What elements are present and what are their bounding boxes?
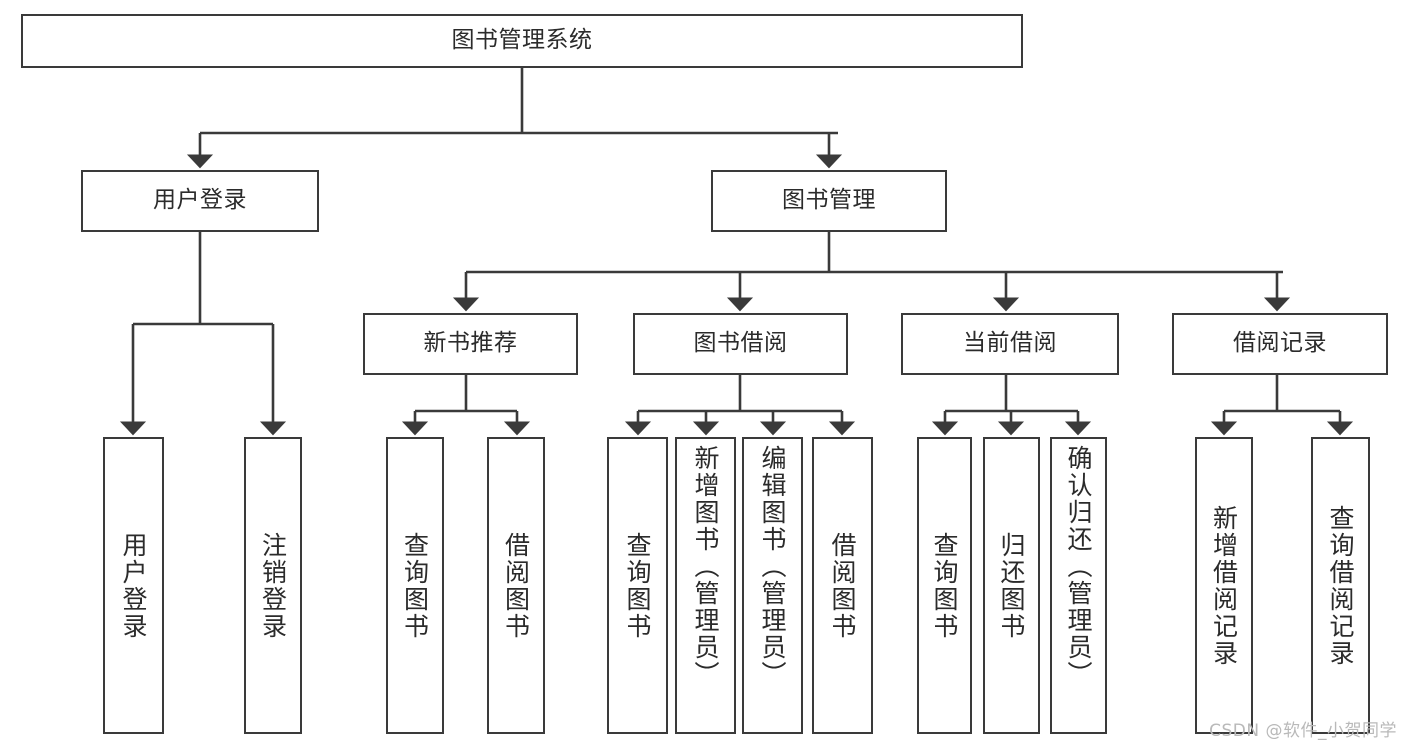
node-leaf-user-login-label: 用户登录 <box>119 531 148 640</box>
node-borrow-record-label: 借阅记录 <box>1233 330 1327 357</box>
node-leaf-confirm-return-admin[interactable]: 确认归还（管理员） <box>1050 437 1107 734</box>
node-user-login[interactable]: 用户登录 <box>81 170 319 232</box>
node-leaf-add-book-admin-label: 新增图书（管理员） <box>691 445 720 688</box>
node-root[interactable]: 图书管理系统 <box>21 14 1023 68</box>
node-leaf-confirm-return-admin-label: 确认归还（管理员） <box>1064 445 1093 688</box>
node-user-login-label: 用户登录 <box>153 187 247 214</box>
node-book-borrow-label: 图书借阅 <box>693 330 788 357</box>
node-leaf-query-book-new-label: 查询图书 <box>400 531 430 640</box>
node-root-label: 图书管理系统 <box>451 27 593 54</box>
csdn-watermark: CSDN @软件_小贺同学 <box>1209 721 1397 741</box>
node-leaf-borrow-book[interactable]: 借阅图书 <box>812 437 873 734</box>
node-leaf-logout-label: 注销登录 <box>258 531 288 640</box>
node-current-borrow-label: 当前借阅 <box>963 330 1057 357</box>
node-book-manage[interactable]: 图书管理 <box>711 170 947 232</box>
node-leaf-query-borrow-record[interactable]: 查询借阅记录 <box>1311 437 1370 734</box>
node-leaf-borrow-book-new[interactable]: 借阅图书 <box>487 437 545 734</box>
node-current-borrow[interactable]: 当前借阅 <box>901 313 1119 375</box>
node-leaf-add-borrow-record-label: 新增借阅记录 <box>1209 504 1239 667</box>
node-new-book-recommend[interactable]: 新书推荐 <box>363 313 578 375</box>
node-leaf-query-book-borrow-label: 查询图书 <box>623 531 652 640</box>
node-leaf-user-login[interactable]: 用户登录 <box>103 437 164 734</box>
node-leaf-add-borrow-record[interactable]: 新增借阅记录 <box>1195 437 1253 734</box>
node-book-manage-label: 图书管理 <box>782 187 876 214</box>
node-leaf-return-book[interactable]: 归还图书 <box>983 437 1040 734</box>
node-leaf-return-book-label: 归还图书 <box>997 531 1026 640</box>
node-book-borrow[interactable]: 图书借阅 <box>633 313 848 375</box>
node-leaf-borrow-book-label: 借阅图书 <box>828 531 857 640</box>
node-leaf-edit-book-admin-label: 编辑图书（管理员） <box>758 445 787 688</box>
node-leaf-query-book-current[interactable]: 查询图书 <box>917 437 972 734</box>
node-borrow-record[interactable]: 借阅记录 <box>1172 313 1388 375</box>
node-leaf-query-book-current-label: 查询图书 <box>930 531 959 640</box>
node-leaf-logout[interactable]: 注销登录 <box>244 437 302 734</box>
node-new-book-recommend-label: 新书推荐 <box>423 330 518 357</box>
node-leaf-edit-book-admin[interactable]: 编辑图书（管理员） <box>742 437 803 734</box>
node-leaf-query-book-new[interactable]: 查询图书 <box>386 437 444 734</box>
node-leaf-add-book-admin[interactable]: 新增图书（管理员） <box>675 437 736 734</box>
node-leaf-borrow-book-new-label: 借阅图书 <box>501 531 531 640</box>
node-leaf-query-book-borrow[interactable]: 查询图书 <box>607 437 668 734</box>
node-leaf-query-borrow-record-label: 查询借阅记录 <box>1326 504 1355 667</box>
